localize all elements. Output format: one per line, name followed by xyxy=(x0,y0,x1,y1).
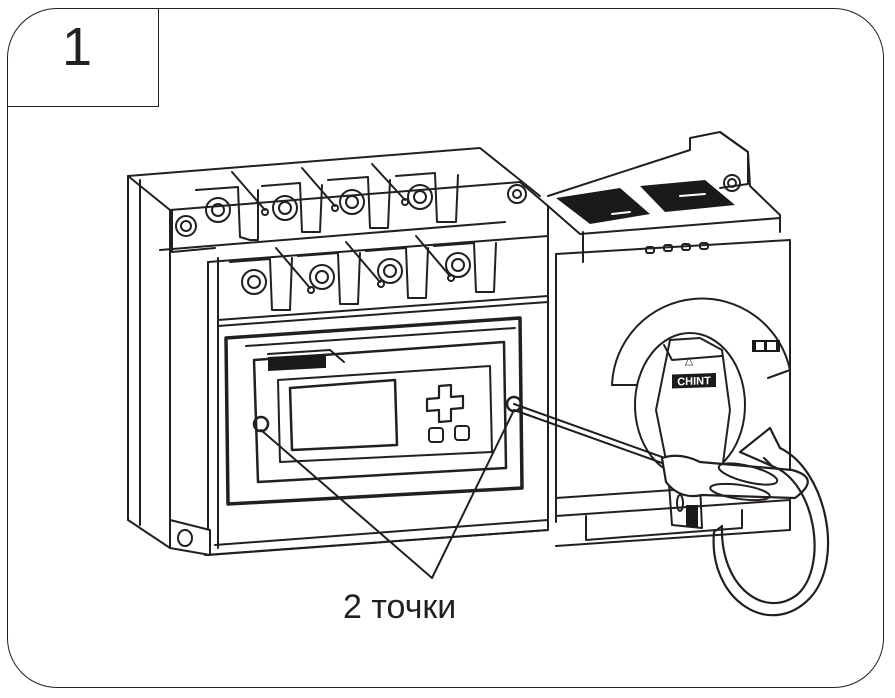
terminal-row-top xyxy=(159,163,506,251)
terminal xyxy=(195,186,259,241)
terminal xyxy=(297,252,361,305)
handle-logo: CHINT xyxy=(677,375,711,388)
terminal-row-bottom xyxy=(207,235,549,327)
button-icon xyxy=(454,425,470,441)
led-indicator xyxy=(681,243,691,251)
position-indicator-icon xyxy=(752,340,780,352)
led-indicator xyxy=(699,242,709,250)
terminal xyxy=(229,257,293,311)
dpad-icon xyxy=(425,383,465,424)
button-icon xyxy=(428,427,444,443)
mount-screw-icon xyxy=(507,184,527,204)
handle-indicator-icon: △ xyxy=(685,355,694,367)
mount-screw-icon xyxy=(723,174,741,192)
lock-slot xyxy=(686,505,698,527)
led-indicator xyxy=(645,246,655,254)
mount-screw-icon xyxy=(177,529,193,547)
lcd-display xyxy=(288,378,399,452)
screwdriver-icon xyxy=(513,403,809,502)
callout-label: 2 точки xyxy=(343,588,457,626)
led-indicator xyxy=(663,244,673,252)
controller-panel: CHINT xyxy=(224,316,524,506)
callout-lines xyxy=(260,409,515,579)
step-number: 1 xyxy=(62,17,93,77)
step-number-box xyxy=(7,8,159,107)
rotary-handle: △ CHINT xyxy=(611,297,791,529)
mount-screw-icon xyxy=(175,215,197,237)
illustration-frame xyxy=(7,8,884,688)
breaker-body xyxy=(127,147,549,556)
terminal xyxy=(261,182,323,233)
terminal xyxy=(365,247,429,299)
terminal xyxy=(433,242,497,293)
rotation-arrow-icon xyxy=(712,426,830,617)
terminal xyxy=(327,176,391,229)
switching-module xyxy=(547,131,791,547)
terminal xyxy=(395,172,459,223)
